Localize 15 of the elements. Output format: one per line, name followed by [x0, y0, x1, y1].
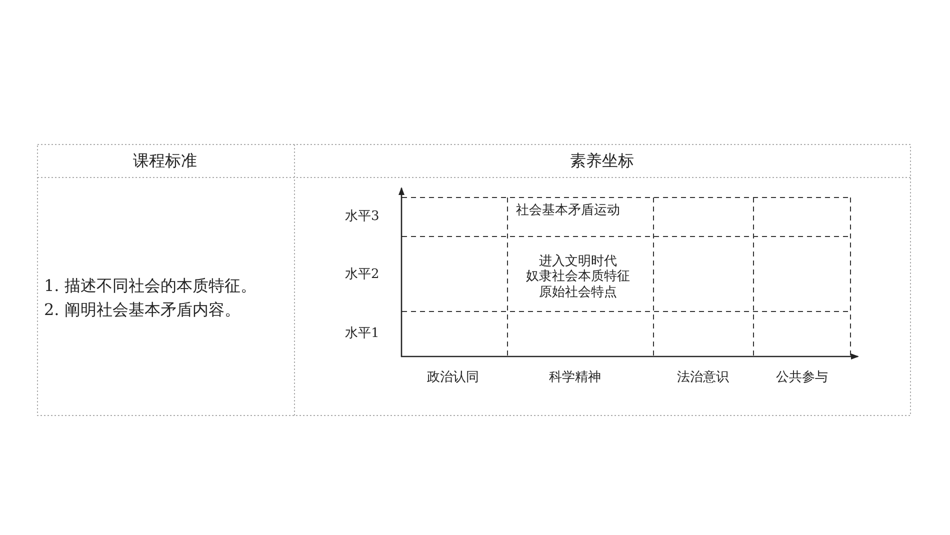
- standard-text: 2. 阐明社会基本矛盾内容。: [44, 302, 240, 318]
- level-label: 水平2: [345, 268, 380, 280]
- axis-category: 公共参与: [776, 370, 828, 384]
- standard-text: 1. 描述不同社会的本质特征。: [44, 278, 256, 294]
- cell-text: 原始社会特点: [539, 286, 617, 298]
- level-label: 水平3: [345, 210, 380, 222]
- axis-category: 法治意识: [677, 370, 729, 384]
- column-header: 课程标准: [133, 153, 197, 169]
- axis-category: 政治认同: [427, 370, 479, 384]
- column-header: 素养坐标: [570, 153, 634, 169]
- cell-text: 奴隶社会本质特征: [526, 270, 630, 282]
- level-label: 水平1: [345, 326, 380, 340]
- axis-category: 科学精神: [549, 370, 601, 384]
- cell-text: 进入文明时代: [539, 254, 617, 268]
- cell-text: 社会基本矛盾运动: [516, 204, 620, 216]
